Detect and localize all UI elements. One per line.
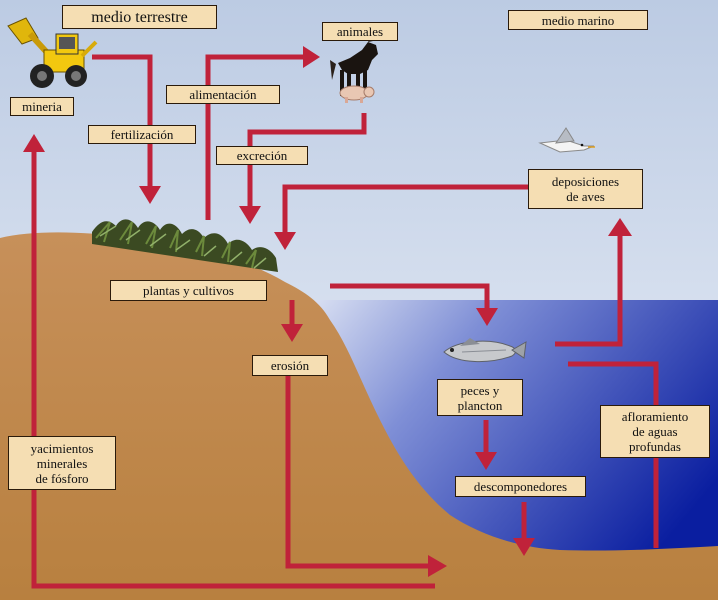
plants-label: plantas y cultivos xyxy=(110,280,267,301)
seagull-icon xyxy=(538,127,595,153)
upwelling-label: afloramiento de aguas profundas xyxy=(600,405,710,458)
arrow-plants-to-animals xyxy=(205,54,305,220)
land-environment-title: medio terrestre xyxy=(62,5,217,29)
arrowhead-plants xyxy=(139,186,161,204)
phosphate-deposits-label: yacimientos minerales de fósforo xyxy=(8,436,116,490)
arrow-deposits-to-mining xyxy=(31,150,435,589)
land-soil xyxy=(0,232,718,600)
decomposers-label: descomponedores xyxy=(455,476,586,497)
arrow-upwelling xyxy=(568,361,659,548)
arrowhead-fish xyxy=(476,308,498,326)
arrow-mining-to-plants xyxy=(92,54,153,188)
mining-label: mineria xyxy=(10,97,74,116)
animals-label: animales xyxy=(322,22,398,41)
arrowhead-erosion xyxy=(281,324,303,342)
crops-icon xyxy=(92,219,278,272)
bird-deposits-label: deposiciones de aves xyxy=(528,169,643,209)
arrowhead-mining xyxy=(23,134,45,152)
arrow-runoff-to-fish xyxy=(330,283,490,310)
fish-label: peces y plancton xyxy=(437,379,523,416)
arrowhead-erosion-sediment xyxy=(428,555,447,577)
sea-environment-title: medio marino xyxy=(508,10,648,30)
arrowhead-animals xyxy=(303,46,320,68)
arrowhead-birds-soil xyxy=(274,232,296,250)
arrow-fish-to-birds xyxy=(555,235,623,347)
erosion-label: erosión xyxy=(252,355,328,376)
arrow-erosion-to-sediment xyxy=(285,357,430,569)
arrowhead-excretion xyxy=(239,206,261,224)
excretion-label: excreción xyxy=(216,146,308,165)
feeding-label: alimentación xyxy=(166,85,280,104)
arrowhead-bird-deposits xyxy=(608,218,632,236)
fish-icon xyxy=(443,338,527,363)
arrow-animals-to-soil xyxy=(247,113,367,208)
arrowhead-sediment xyxy=(513,538,535,556)
arrowhead-decomposers xyxy=(475,452,497,470)
arrow-birds-to-soil xyxy=(282,184,528,234)
excavator-icon xyxy=(7,17,98,88)
fertilization-label: fertilización xyxy=(88,125,196,144)
arrows xyxy=(31,54,659,589)
arrowheads xyxy=(23,46,632,577)
